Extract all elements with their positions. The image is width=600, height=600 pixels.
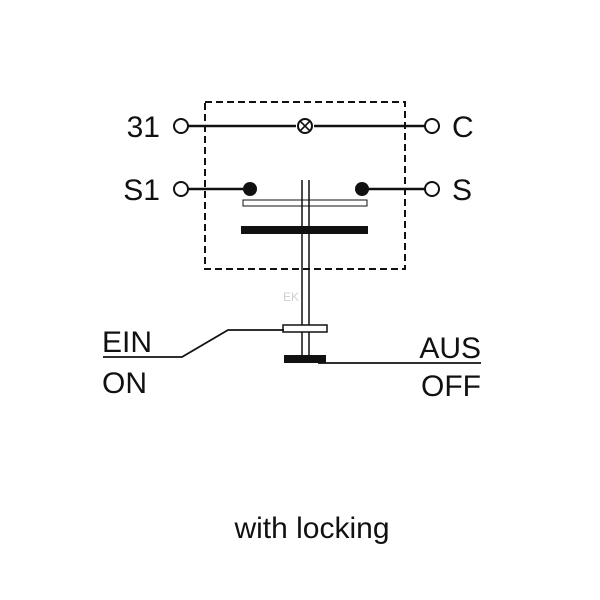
position-label-off: OFF <box>421 370 481 403</box>
caption: with locking <box>233 512 389 545</box>
terminal-s <box>424 181 440 197</box>
locking-collar <box>282 324 328 333</box>
terminal-c <box>424 118 440 134</box>
terminal-s1 <box>173 181 189 197</box>
contact-point-right <box>355 182 369 196</box>
switch-housing <box>204 101 406 270</box>
terminal-label-s: S <box>452 174 472 207</box>
indicator-lamp-icon <box>297 118 313 134</box>
base-plate <box>284 355 326 363</box>
terminal-label-c: C <box>452 111 474 144</box>
position-label-ein: EIN <box>102 326 152 359</box>
open-bridge-contact <box>242 199 368 207</box>
position-label-aus: AUS <box>419 332 481 365</box>
contact-point-left <box>243 182 257 196</box>
bridge-contact <box>241 226 368 234</box>
position-label-on: ON <box>102 367 147 400</box>
terminal-31 <box>173 118 189 134</box>
watermark-mark: EK <box>283 290 299 304</box>
terminal-label-31: 31 <box>127 111 160 144</box>
terminal-label-s1: S1 <box>123 174 160 207</box>
ein-position-line <box>103 329 284 358</box>
